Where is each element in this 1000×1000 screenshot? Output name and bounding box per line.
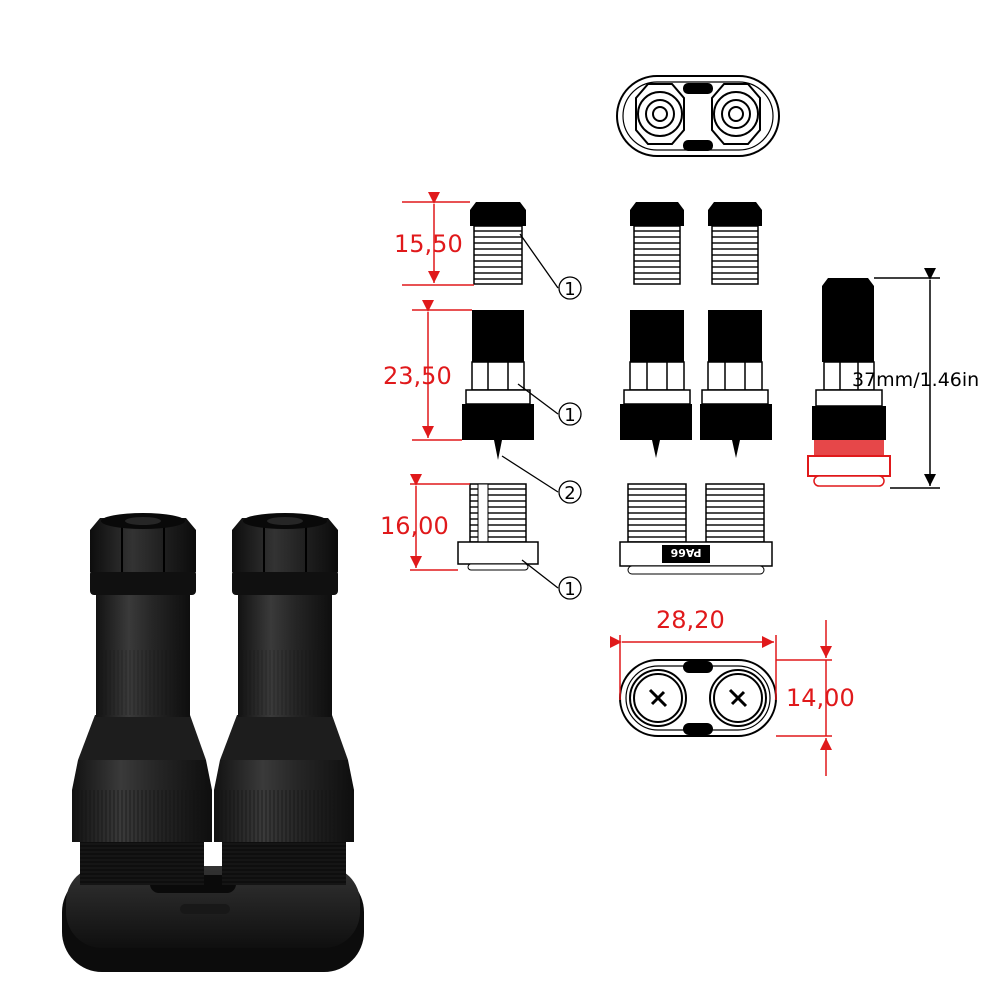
pair-caps bbox=[630, 202, 762, 285]
exploded-base bbox=[457, 483, 539, 571]
product-base-plate bbox=[62, 866, 364, 972]
pair-bodies bbox=[620, 310, 772, 458]
side-view bbox=[807, 278, 891, 487]
top-view-hex-right bbox=[711, 83, 761, 145]
callout-base: 1 bbox=[564, 579, 575, 600]
total-length-dimension bbox=[874, 268, 940, 489]
pair-view: PA66 bbox=[619, 202, 773, 575]
dim-total-length: 37mm/1.46in bbox=[852, 369, 979, 391]
callouts bbox=[501, 233, 582, 600]
dim-cap-height: 15,50 bbox=[394, 230, 463, 258]
dim-body-height: 23,50 bbox=[383, 362, 452, 390]
callout-pin: 2 bbox=[564, 483, 575, 504]
top-view bbox=[616, 75, 780, 157]
product-connector-left bbox=[72, 513, 212, 885]
base-marking: PA66 bbox=[670, 546, 701, 559]
callout-body: 1 bbox=[564, 405, 575, 426]
exploded-body bbox=[462, 310, 534, 460]
top-view-hex-left bbox=[635, 83, 685, 145]
dimension-lines bbox=[402, 192, 832, 776]
dim-base-width: 28,20 bbox=[656, 606, 725, 634]
exploded-view bbox=[457, 202, 539, 571]
callout-cap: 1 bbox=[564, 279, 575, 300]
pair-bases: PA66 bbox=[619, 483, 773, 575]
product-connector-right bbox=[214, 513, 354, 885]
bottom-view bbox=[619, 659, 777, 737]
exploded-cap bbox=[470, 202, 526, 285]
product-photo bbox=[62, 513, 364, 972]
dim-base-depth: 14,00 bbox=[786, 684, 855, 712]
dim-base-height: 16,00 bbox=[380, 512, 449, 540]
